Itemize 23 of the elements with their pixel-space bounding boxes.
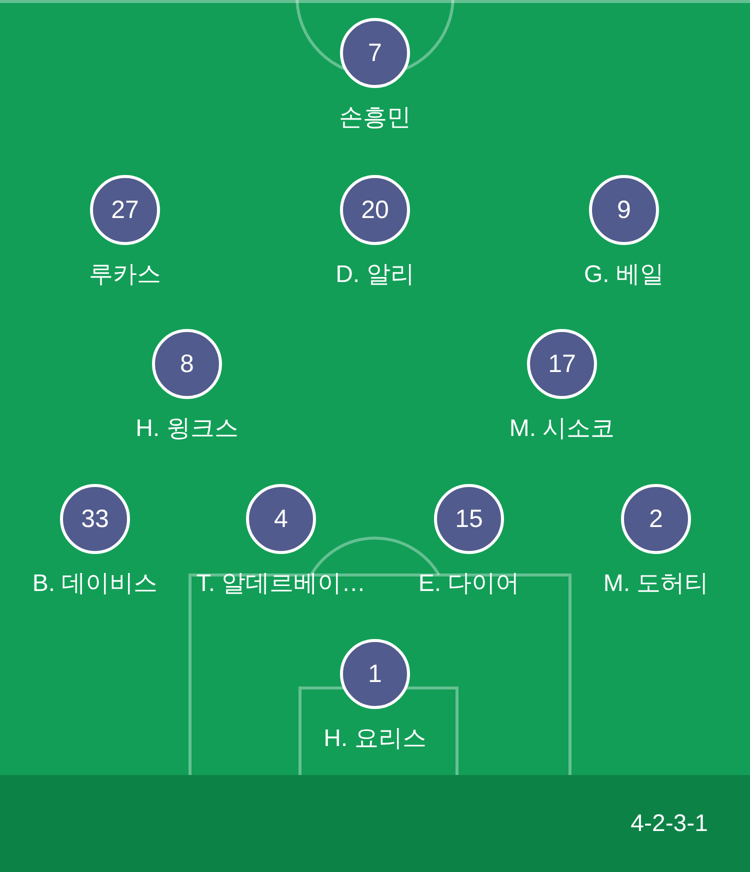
player-name: H. 윙크스 bbox=[136, 414, 238, 444]
jersey-number-marker: 4 bbox=[246, 484, 316, 554]
player-name: T. 알데르베이… bbox=[196, 569, 366, 599]
jersey-number-marker: 15 bbox=[434, 484, 504, 554]
jersey-number-marker: 20 bbox=[340, 175, 410, 245]
jersey-number-marker: 33 bbox=[60, 484, 130, 554]
player-name: 루카스 bbox=[89, 260, 161, 290]
jersey-number-marker: 2 bbox=[621, 484, 691, 554]
formation-text: 4-2-3-1 bbox=[630, 808, 708, 838]
player-name: 손흥민 bbox=[339, 103, 411, 133]
player-name: B. 데이비스 bbox=[32, 569, 158, 599]
player-name: D. 알리 bbox=[336, 260, 414, 290]
jersey-number-marker: 1 bbox=[340, 639, 410, 709]
jersey-number-marker: 27 bbox=[90, 175, 160, 245]
player-name: M. 도허티 bbox=[603, 569, 709, 599]
jersey-number-marker: 9 bbox=[589, 175, 659, 245]
jersey-number-marker: 17 bbox=[527, 329, 597, 399]
jersey-number-marker: 7 bbox=[340, 18, 410, 88]
player-name: G. 베일 bbox=[584, 260, 664, 290]
player-name: M. 시소코 bbox=[509, 414, 615, 444]
player-name: H. 요리스 bbox=[324, 724, 426, 754]
jersey-number-marker: 8 bbox=[152, 329, 222, 399]
player-name: E. 다이어 bbox=[418, 569, 520, 599]
